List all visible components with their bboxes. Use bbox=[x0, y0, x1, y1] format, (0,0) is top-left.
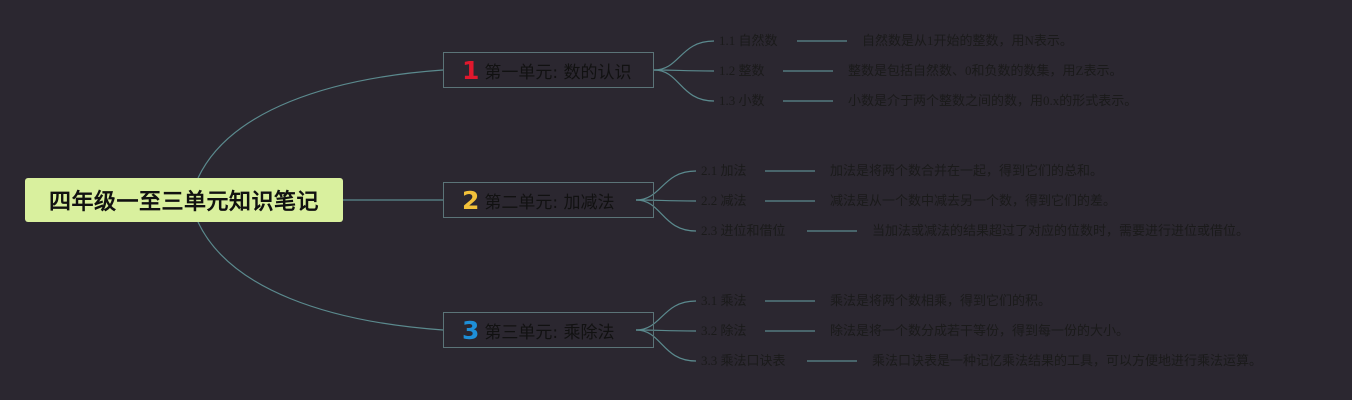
topic-definition: 乘法口诀表是一种记忆乘法结果的工具，可以方便地进行乘法运算。 bbox=[872, 353, 1263, 368]
topic-label[interactable]: 3.2 除法 bbox=[701, 323, 747, 338]
unit-3-topic-3-connector bbox=[635, 329, 697, 362]
unit-2-topic-1-connector bbox=[635, 170, 697, 201]
topic-definition: 除法是将一个数分成若干等份，得到每一份的大小。 bbox=[830, 323, 1130, 338]
unit-3-topic-1-connector bbox=[635, 300, 697, 331]
unit-1-topic-3-connector bbox=[653, 69, 715, 102]
unit-node-1[interactable]: 1 第一单元: 数的认识 bbox=[443, 52, 654, 88]
topic-definition: 整数是包括自然数、0和负数的数集，用Z表示。 bbox=[848, 63, 1123, 78]
topic-label[interactable]: 3.3 乘法口诀表 bbox=[701, 353, 786, 368]
topic-label[interactable]: 2.2 减法 bbox=[701, 193, 747, 208]
topic-label[interactable]: 1.1 自然数 bbox=[719, 33, 778, 48]
topic-definition: 乘法是将两个数相乘，得到它们的积。 bbox=[830, 293, 1052, 308]
topic-label[interactable]: 1.3 小数 bbox=[719, 93, 765, 108]
unit-label-3: 第三单元: 乘除法 bbox=[484, 322, 615, 343]
unit-number-1: 1 bbox=[462, 55, 480, 85]
unit-node-3[interactable]: 3 第三单元: 乘除法 bbox=[443, 312, 654, 348]
topic-label[interactable]: 2.1 加法 bbox=[701, 163, 747, 178]
root-to-unit-1-connector bbox=[197, 69, 444, 179]
unit-node-2[interactable]: 2 第二单元: 加减法 bbox=[443, 182, 654, 218]
root-node[interactable]: 四年级一至三单元知识笔记 bbox=[25, 178, 343, 222]
unit-number-2: 2 bbox=[462, 185, 480, 215]
topic-label[interactable]: 2.3 进位和借位 bbox=[701, 223, 786, 238]
root-to-unit-3-connector bbox=[197, 221, 444, 331]
unit-label-1: 第一单元: 数的认识 bbox=[484, 62, 632, 83]
unit-2-topic-3-connector bbox=[635, 199, 697, 232]
topic-definition: 小数是介于两个整数之间的数，用0.x的形式表示。 bbox=[848, 93, 1138, 108]
unit-label-2: 第二单元: 加减法 bbox=[484, 192, 615, 213]
unit-1-topic-1-connector bbox=[653, 40, 715, 71]
topic-definition: 减法是从一个数中减去另一个数，得到它们的差。 bbox=[830, 193, 1117, 208]
topic-label[interactable]: 3.1 乘法 bbox=[701, 293, 747, 308]
topic-definition: 加法是将两个数合并在一起，得到它们的总和。 bbox=[830, 163, 1104, 178]
topic-label[interactable]: 1.2 整数 bbox=[719, 63, 765, 78]
unit-number-3: 3 bbox=[462, 315, 480, 345]
topic-definition: 自然数是从1开始的整数，用N表示。 bbox=[862, 33, 1073, 48]
root-title: 四年级一至三单元知识笔记 bbox=[48, 190, 319, 215]
topic-definition: 当加法或减法的结果超过了对应的位数时，需要进行进位或借位。 bbox=[872, 223, 1250, 238]
